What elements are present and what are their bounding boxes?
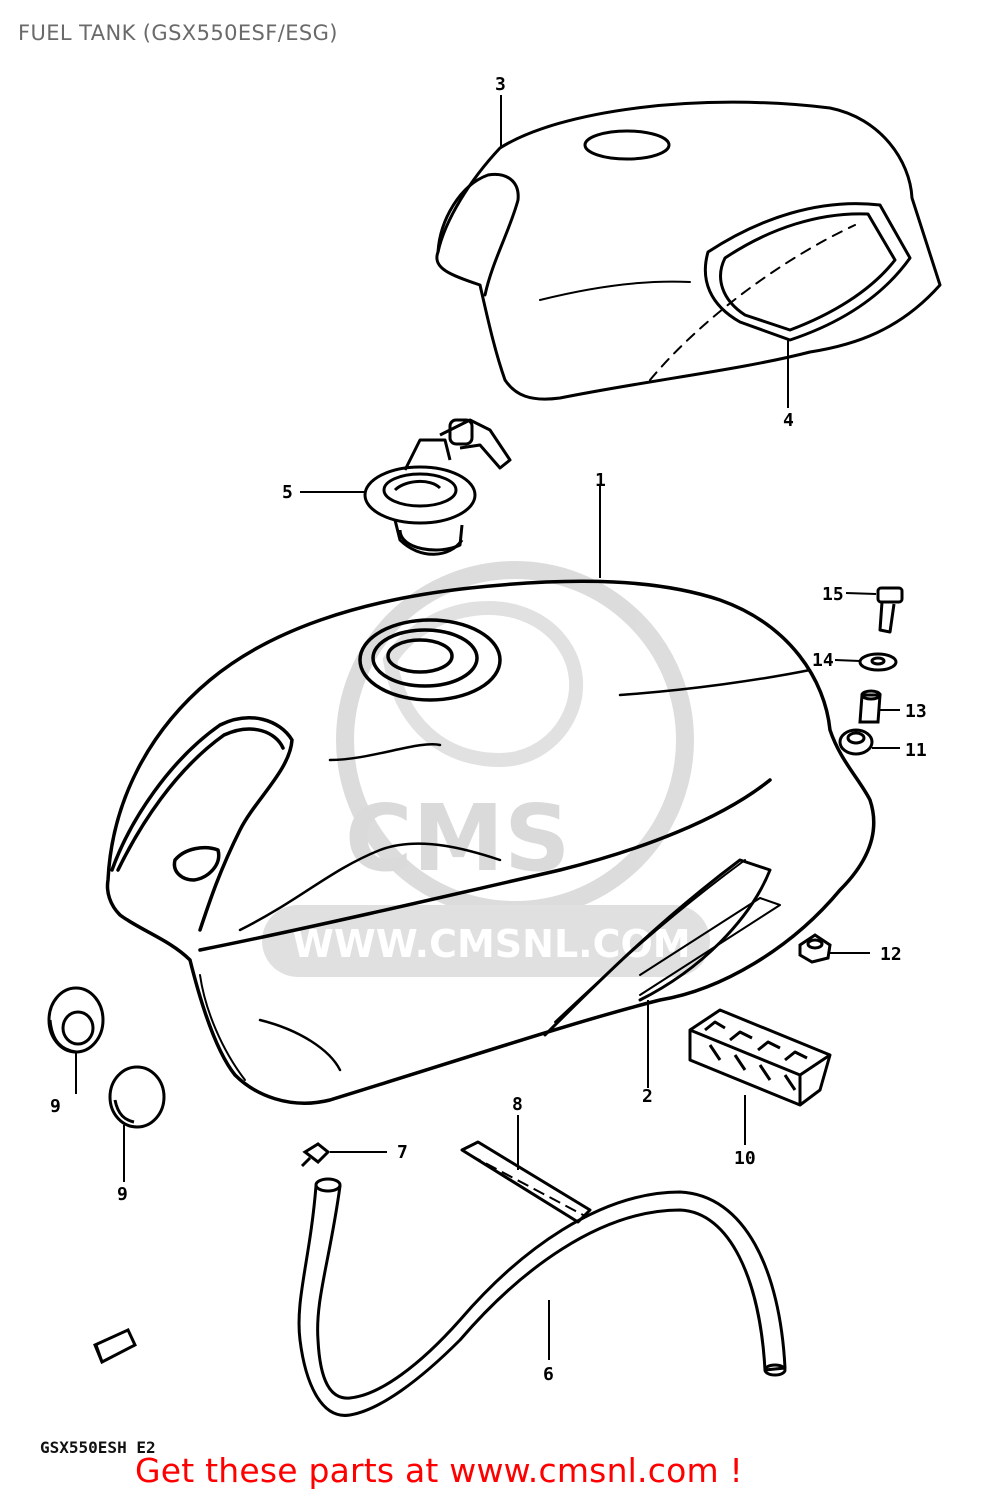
part-grommet-lower <box>798 933 832 964</box>
leader-lines <box>75 95 900 1360</box>
part-collar <box>858 689 882 724</box>
callout-7: 7 <box>397 1142 408 1163</box>
diagram-title: FUEL TANK (GSX550ESF/ESG) <box>18 21 338 45</box>
drawing-code: GSX550ESH E2 <box>40 1438 156 1457</box>
callout-labels: 3 4 5 1 15 14 13 11 12 2 10 9 9 7 8 6 <box>50 74 927 1385</box>
part-fuel-cap <box>363 418 512 556</box>
cms-watermark: CMS WWW.CMSNL.COM <box>262 561 710 977</box>
callout-11: 11 <box>905 740 927 761</box>
part-fuel-tank <box>105 579 876 1105</box>
part-washer <box>858 652 898 672</box>
callout-13: 13 <box>905 701 927 722</box>
watermark-url: WWW.CMSNL.COM <box>292 922 691 966</box>
callout-10: 10 <box>734 1148 756 1169</box>
part-clip <box>300 1142 331 1168</box>
callout-9-upper: 9 <box>50 1096 61 1117</box>
callout-5: 5 <box>282 482 293 503</box>
callout-12: 12 <box>880 944 902 965</box>
callout-8: 8 <box>512 1094 523 1115</box>
part-cushion-block <box>688 1008 832 1107</box>
part-bolt <box>876 586 904 634</box>
callout-14: 14 <box>812 650 834 671</box>
cta-link[interactable]: Get these parts at www.cmsnl.com ! <box>135 1451 743 1490</box>
watermark-brand: CMS <box>345 785 570 892</box>
part-hose <box>297 1177 787 1417</box>
callout-2: 2 <box>642 1086 653 1107</box>
part-small-bracket <box>93 1328 137 1365</box>
part-cushion-lower <box>108 1065 166 1129</box>
callout-6: 6 <box>543 1364 554 1385</box>
callout-3: 3 <box>495 74 506 95</box>
part-tank-cover <box>435 100 942 401</box>
watermark-figure <box>382 600 584 768</box>
watermark-banner <box>262 905 710 977</box>
part-grommet-upper <box>838 728 874 756</box>
callout-4: 4 <box>783 410 794 431</box>
part-cushion-upper <box>47 986 105 1054</box>
part-strap <box>460 1140 592 1224</box>
callout-9-lower: 9 <box>117 1184 128 1205</box>
callout-1: 1 <box>595 470 606 491</box>
callout-15: 15 <box>822 584 844 605</box>
